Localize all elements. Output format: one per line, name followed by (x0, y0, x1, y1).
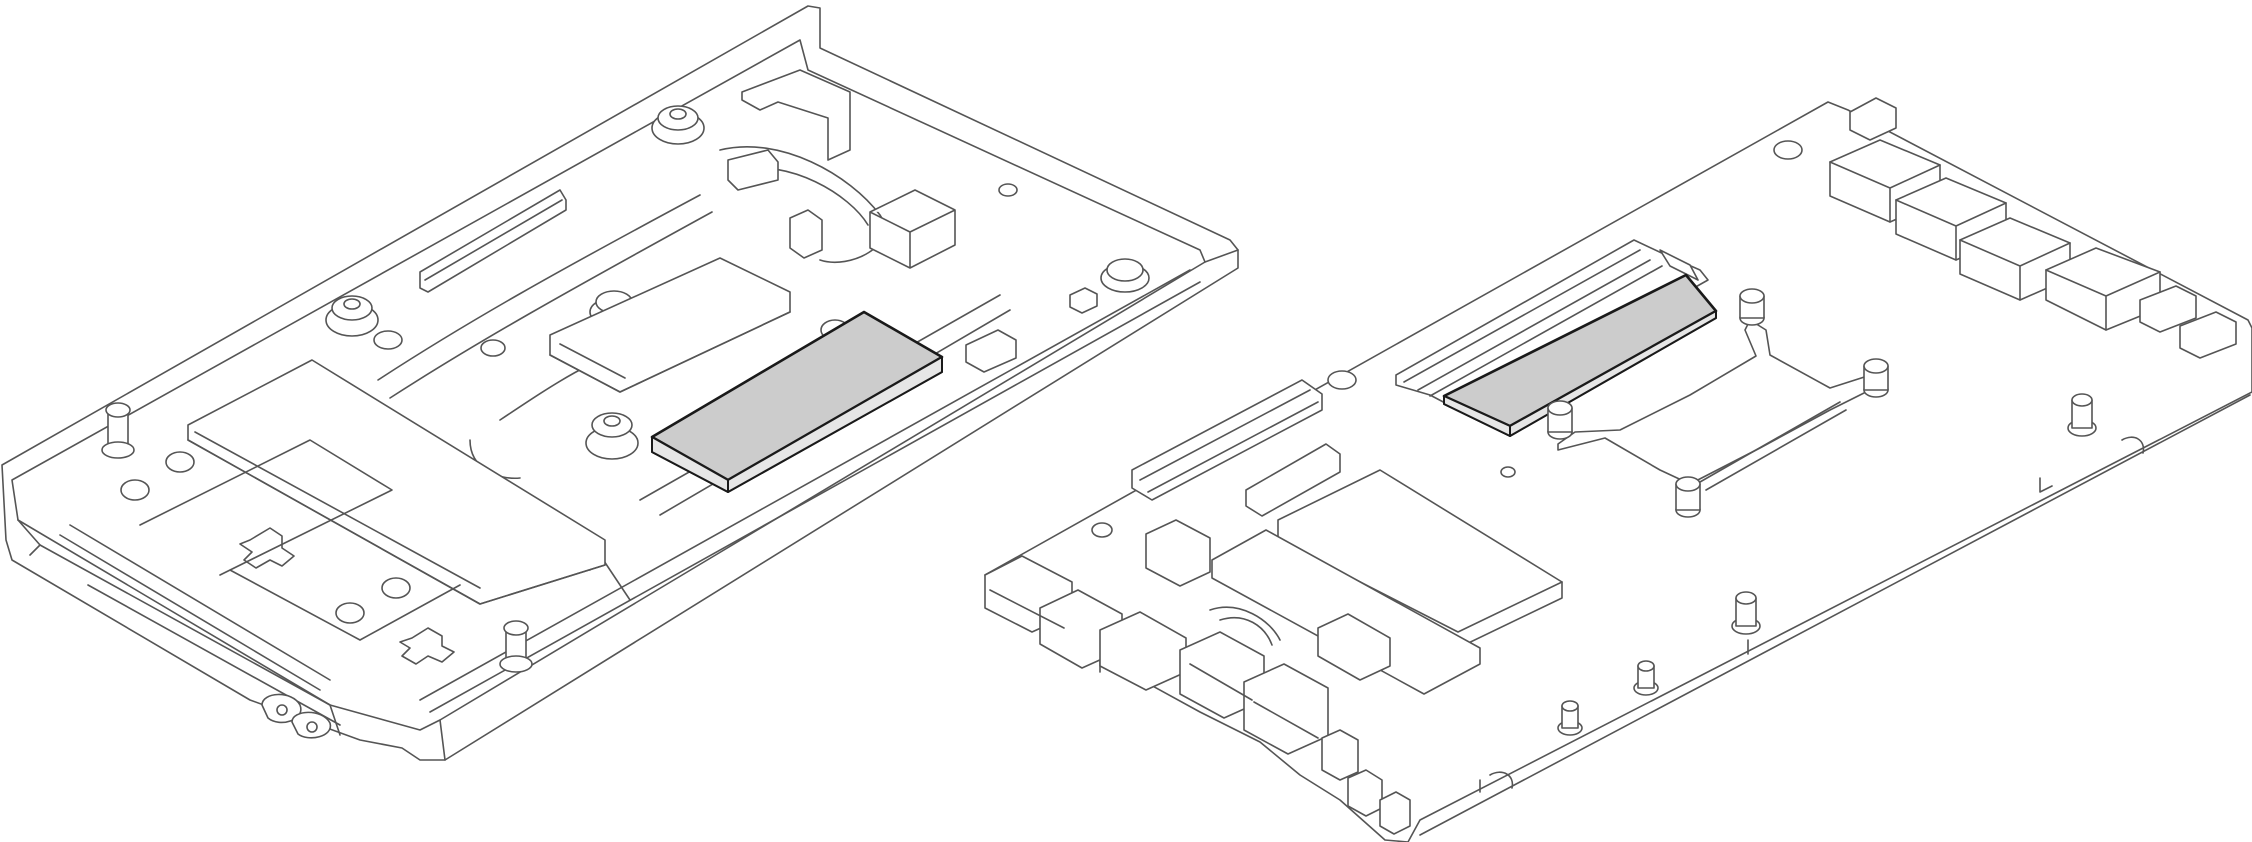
bracket-hook (261, 693, 331, 739)
bracket-hole (120, 183, 1018, 624)
captive-screw (1675, 476, 1701, 518)
standoff (325, 295, 379, 337)
standoff (1100, 258, 1150, 293)
board-standoff (2067, 393, 2097, 437)
m2-drive-highlighted (650, 310, 944, 493)
bracket-latch (789, 209, 823, 259)
screw-post (499, 620, 533, 673)
pcie-slot (1131, 379, 1323, 501)
bracket-assembly (1, 5, 1239, 761)
bracket-clip (741, 69, 851, 161)
board-standoff (1731, 591, 1761, 635)
onboard-card (1211, 529, 1481, 695)
bracket-front-lip (17, 249, 1239, 761)
bracket-rib (377, 194, 713, 399)
front-io-cluster (984, 519, 1411, 835)
board-standoff (1557, 700, 1583, 736)
rear-io-ports (1829, 97, 2237, 359)
standoff (585, 412, 639, 460)
board-hole (1091, 140, 1803, 538)
bracket-latch (727, 149, 779, 191)
bracket-latch (1069, 287, 1098, 314)
pcie-slot (1245, 443, 1341, 517)
captive-screw (1863, 358, 1889, 398)
board-standoff (1633, 660, 1659, 696)
system-board-assembly (984, 97, 2252, 842)
captive-screw (1739, 288, 1765, 326)
standoff (651, 105, 705, 145)
bracket-latch (965, 329, 1017, 373)
bracket-cutout (399, 627, 455, 665)
bracket-block (869, 189, 956, 269)
bracket-front-rail (59, 269, 1201, 726)
screw-post (101, 402, 135, 459)
captive-screw (1547, 400, 1573, 440)
